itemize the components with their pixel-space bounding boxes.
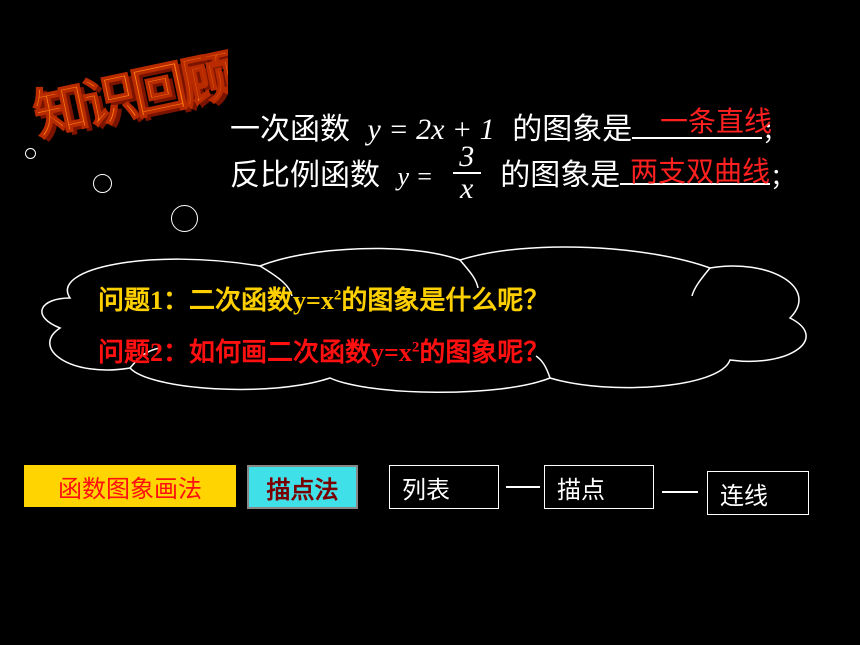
question-2-text: 问题2：如何画二次函数y=x [98,338,412,367]
title-wordart: 知识回顾 知识回顾 [28,43,228,151]
point-method-box: 描点法 [247,465,358,509]
question-1-tail: 的图象是什么呢？ [341,286,550,315]
step-connect-label: 连线 [720,481,768,510]
bubble-small [25,148,36,159]
line2-end: ； [770,163,795,191]
question-1-text: 问题1：二次函数y=x [98,286,334,315]
fraction-numerator: 3 [459,140,475,173]
step-plot-box: 描点 [544,465,654,509]
line2-suffix: 的图象是 [500,158,621,193]
line1-suffix: 的图象是 [512,112,633,147]
question-2-sup: 2 [411,339,420,356]
line1-end: ； [762,117,787,145]
arrow-1 [506,486,540,488]
step-list-box: 列表 [389,465,499,509]
step-connect-box: 连线 [707,471,809,515]
question-2-tail: 的图象呢？ [419,338,550,367]
point-method-label: 描点法 [266,475,339,504]
step-list-label: 列表 [402,475,450,504]
review-line-1: 一次函数 y = 2x + 1 的图象是 ； [230,104,786,148]
line2-fraction: 3 x [452,140,481,205]
bubble-large [171,205,198,232]
line1-prefix: 一次函数 [230,112,350,147]
line1-answer: 一条直线 [660,105,773,138]
graph-method-box: 函数图象画法 [24,465,236,507]
thought-cloud [41,246,807,393]
line1-equation: y = 2x + 1 [367,113,495,146]
line2-prefix: 反比例函数 [230,158,380,193]
line1-blank [632,111,763,139]
line2-blank [620,157,771,185]
fraction-bar [452,172,481,174]
question-1: 问题1：二次函数y=x2的图象是什么呢？ [98,280,549,317]
question-1-sup: 2 [333,287,342,304]
fraction-denominator: x [460,172,474,205]
graph-method-label: 函数图象画法 [58,474,202,503]
line2-lhs: y = [397,162,434,191]
arrow-2 [662,491,698,493]
step-plot-label: 描点 [557,475,605,504]
line2-answer: 两支双曲线 [630,155,771,188]
bubble-medium [93,174,112,193]
review-line-2: 反比例函数 y = 3 x 的图象是 ； [230,142,795,208]
question-2: 问题2：如何画二次函数y=x2的图象呢？ [98,332,549,369]
